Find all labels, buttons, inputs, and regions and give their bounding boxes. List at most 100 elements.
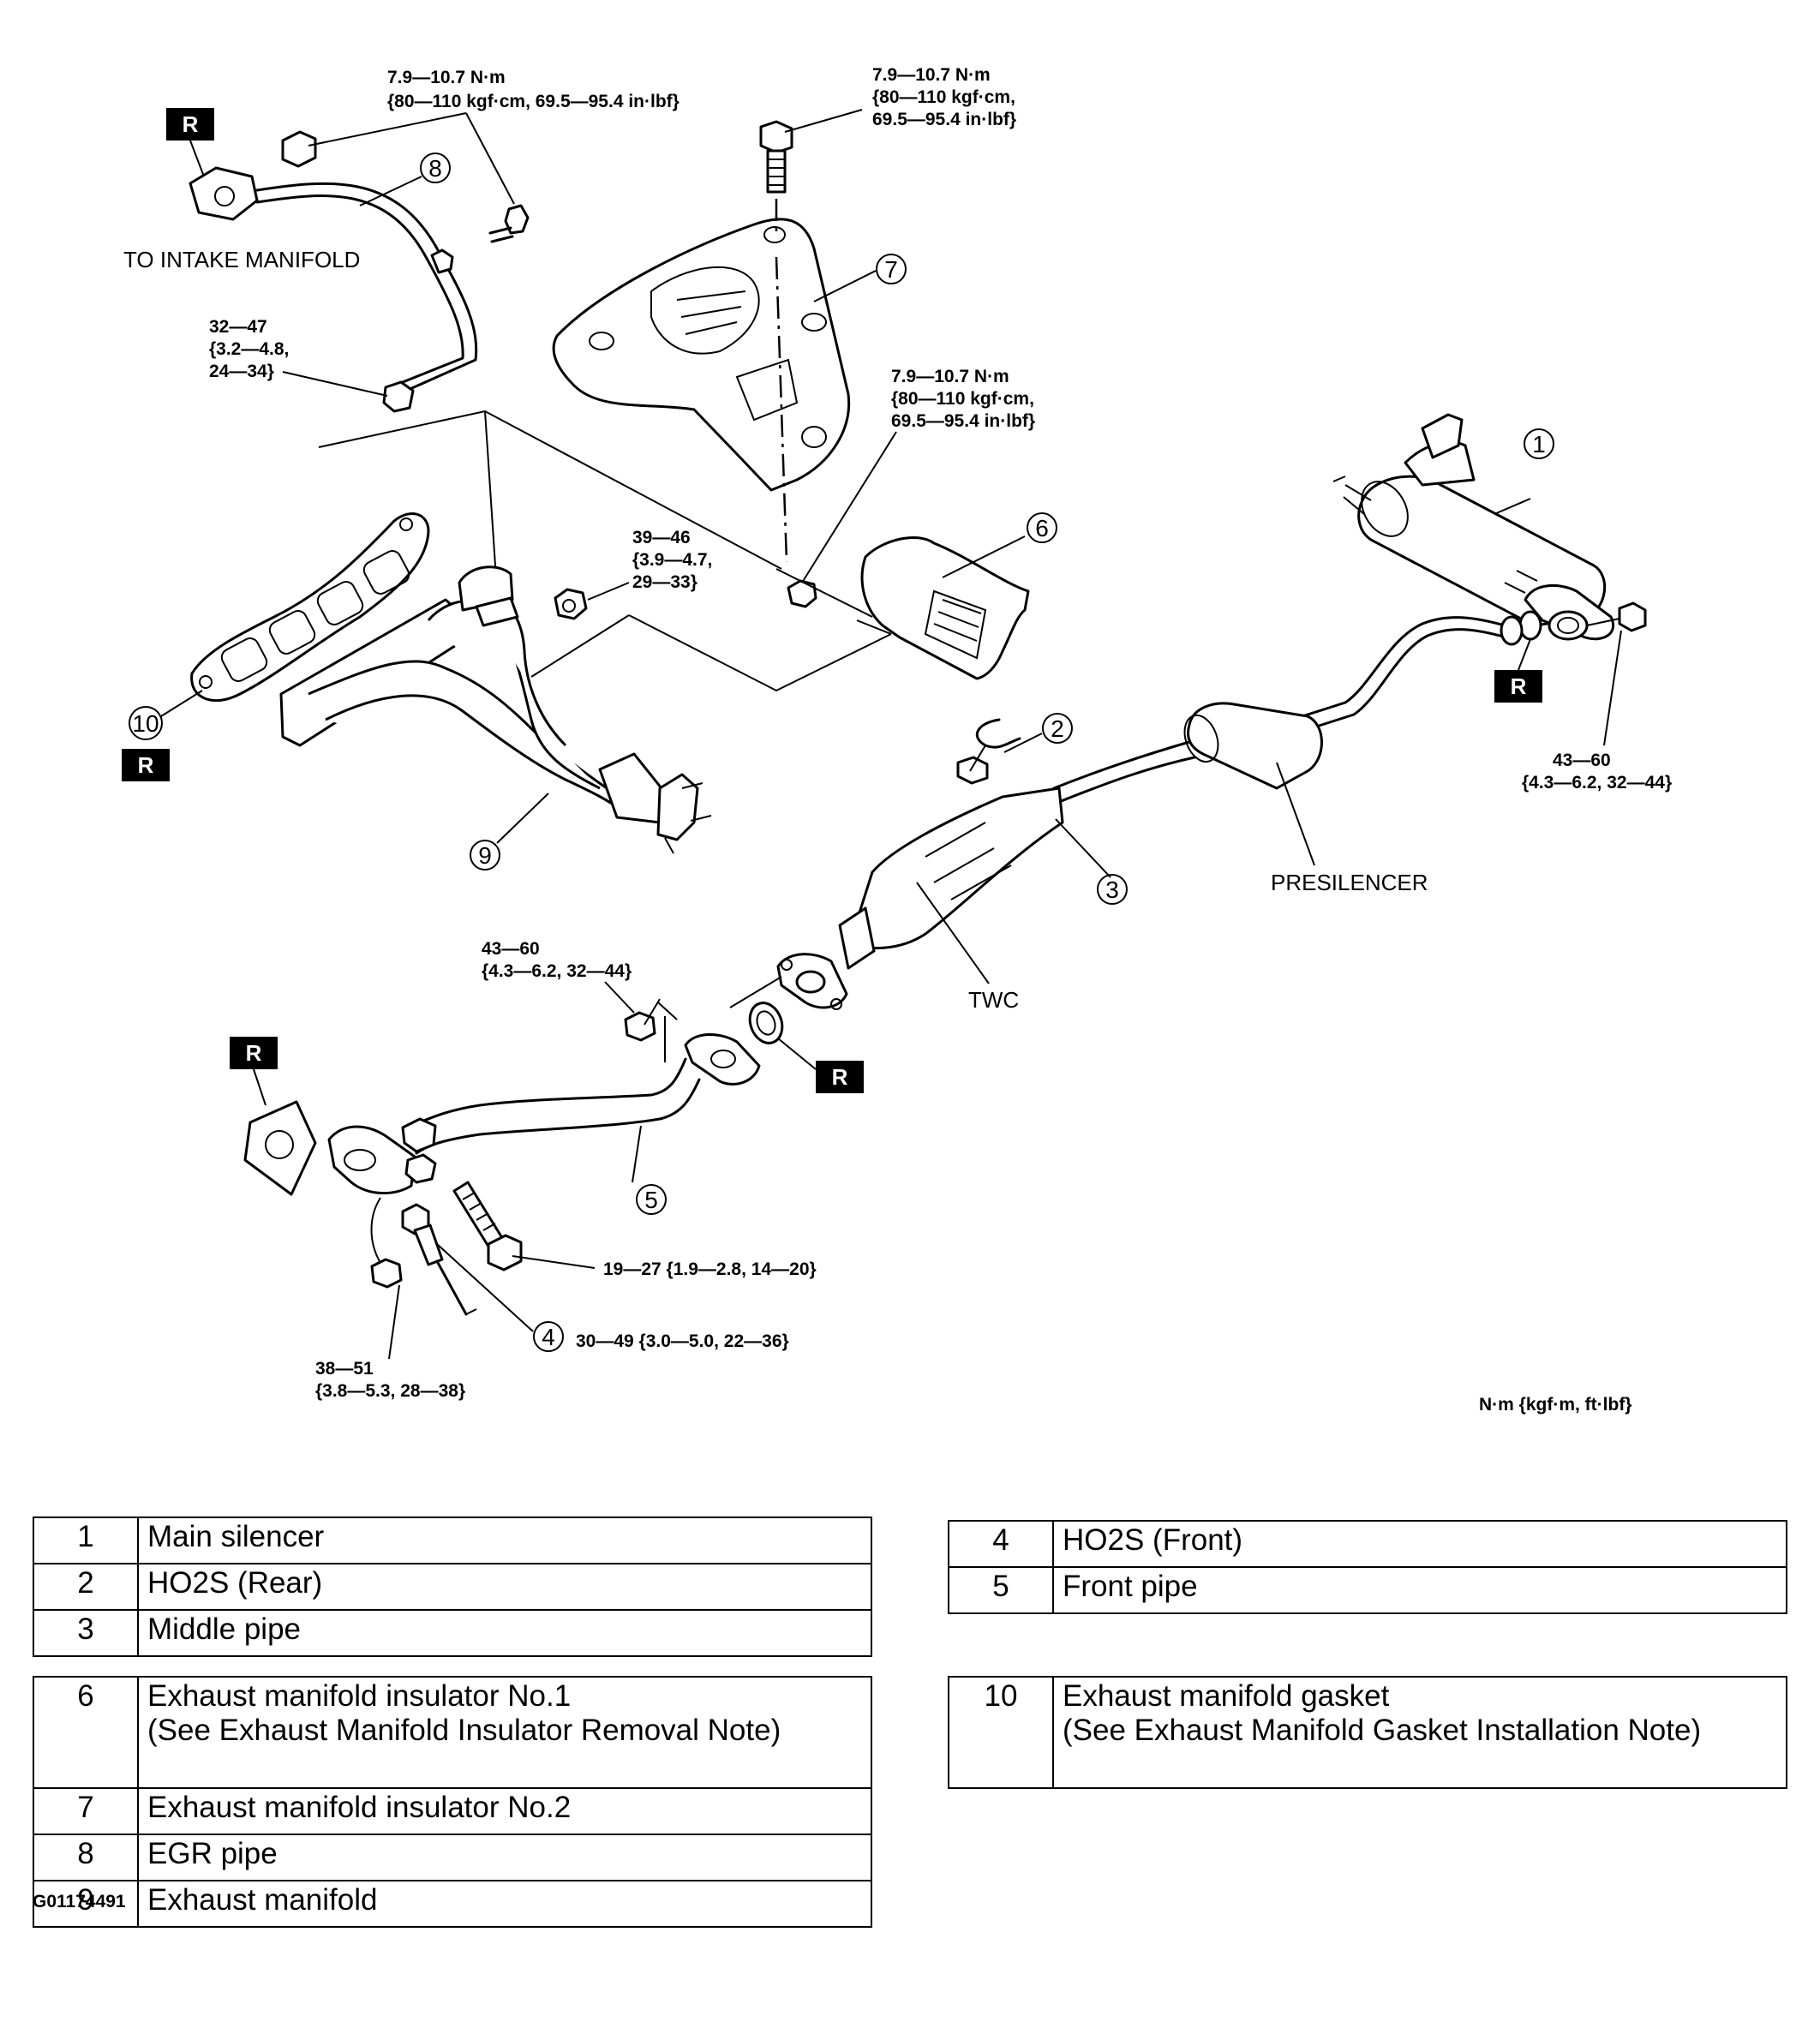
legend-name: Exhaust manifold gasket (See Exhaust Man…: [1052, 1676, 1787, 1789]
middle-front-gasket: [748, 1002, 784, 1044]
exhaust-manifold-gasket: [190, 512, 430, 703]
main-silencer-nut: [1618, 601, 1647, 632]
legend-row: 5 Front pipe: [948, 1566, 1787, 1614]
legend-num: 1: [33, 1516, 139, 1564]
svg-text:4: 4: [542, 1324, 555, 1350]
part-callout-10: 10: [129, 706, 163, 740]
legend-name: Exhaust manifold insulator No.2: [137, 1787, 872, 1835]
torque-insulator1-line3: 69.5—95.4 in·lbf}: [891, 411, 1035, 431]
legend-num: 4: [948, 1520, 1054, 1568]
replace-marker-front-pipe: R: [230, 1037, 278, 1069]
exhaust-system-diagram: TO INTAKE MANIFOLD 7.9—10.7 N·m {80—110 …: [122, 65, 1672, 1415]
replace-marker-egr: R: [166, 108, 214, 141]
legend-name: Main silencer: [137, 1516, 872, 1564]
torque-front-nut-line2: {3.8—5.3, 28—38}: [315, 1381, 465, 1401]
part-callout-2: 2: [1042, 713, 1073, 744]
part-callout-1: 1: [1524, 428, 1554, 459]
front-pipe: [327, 1032, 761, 1195]
legend-row: 2 HO2S (Rear): [33, 1563, 872, 1611]
torque-insulator1-line1: 7.9—10.7 N·m: [891, 367, 1009, 386]
twc-label: TWC: [968, 987, 1019, 1013]
front-middle-nut: [624, 1011, 656, 1042]
exhaust-manifold-insulator-2: [552, 218, 851, 492]
torque-middle-front-line2: {4.3—6.2, 32—44}: [482, 961, 632, 981]
part-callout-4: 4: [533, 1321, 564, 1352]
torque-manifold-nut-line1: 39—46: [632, 528, 691, 547]
main-silencer: [1332, 413, 1615, 641]
part-callout-3: 3: [1097, 874, 1128, 905]
legend-row: 8 EGR pipe: [33, 1834, 872, 1881]
ho2s-rear: [956, 718, 1021, 785]
middle-pipe: [776, 615, 1524, 1010]
exhaust-manifold: [279, 565, 712, 854]
svg-text:7: 7: [884, 256, 898, 283]
legend-table-b: 4 HO2S (Front) 5 Front pipe: [948, 1520, 1787, 1614]
legend-row: 7 Exhaust manifold insulator No.2: [33, 1787, 872, 1835]
torque-insulator2-line2: {80—110 kgf·cm,: [872, 87, 1015, 107]
front-pipe-bolt: [452, 1181, 523, 1271]
torque-egr-top-line1: 7.9—10.7 N·m: [387, 68, 506, 87]
legend-num: 5: [948, 1566, 1054, 1614]
torque-egr-nut-line1: 32—47: [209, 317, 267, 337]
torque-main-silencer-line1: 43—60: [1553, 751, 1611, 770]
torque-front-nut-line1: 38—51: [315, 1359, 374, 1379]
svg-text:R: R: [1511, 673, 1527, 699]
legend-num: 9: [33, 1880, 139, 1928]
legend-num: 10: [948, 1676, 1054, 1789]
legend-num: 2: [33, 1563, 139, 1611]
legend-num: 6: [33, 1676, 139, 1789]
svg-text:2: 2: [1051, 715, 1064, 742]
svg-text:8: 8: [428, 155, 442, 182]
svg-text:1: 1: [1532, 431, 1546, 458]
legend-table-a: 1 Main silencer 2 HO2S (Rear) 3 Middle p…: [33, 1516, 872, 1657]
replace-marker-main-silencer: R: [1494, 670, 1542, 703]
legend-table-d: 10 Exhaust manifold gasket (See Exhaust …: [948, 1676, 1787, 1789]
torque-ho2s-front: 30—49 {3.0—5.0, 22—36}: [576, 1331, 789, 1351]
legend-table-c: 6 Exhaust manifold insulator No.1 (See E…: [33, 1676, 872, 1928]
insulator-2-bolt: [759, 120, 793, 194]
part-callout-8: 8: [420, 153, 451, 183]
legend-name: Front pipe: [1052, 1566, 1787, 1614]
legend-row: 1 Main silencer: [33, 1516, 872, 1564]
legend-row: 3 Middle pipe: [33, 1609, 872, 1657]
manifold-nut: [554, 588, 588, 620]
front-pipe-gasket: [243, 1100, 317, 1196]
svg-text:R: R: [183, 111, 199, 137]
svg-text:R: R: [138, 752, 154, 778]
part-callout-5: 5: [636, 1184, 667, 1215]
exhaust-manifold-insulator-1: [787, 536, 1030, 680]
legend-num: 8: [33, 1834, 139, 1881]
units-label: N·m {kgf·m, ft·lbf}: [1479, 1395, 1631, 1415]
legend-name: Middle pipe: [137, 1609, 872, 1657]
svg-text:9: 9: [478, 842, 492, 869]
torque-insulator2-line1: 7.9—10.7 N·m: [872, 65, 991, 85]
torque-insulator1-line2: {80—110 kgf·cm,: [891, 389, 1034, 409]
legend-note-text: (See Exhaust Manifold Gasket Installatio…: [1063, 1714, 1702, 1747]
torque-insulator2-line3: 69.5—95.4 in·lbf}: [872, 110, 1016, 129]
replace-marker-middle: R: [816, 1061, 864, 1093]
legend-row: 4 HO2S (Front): [948, 1520, 1787, 1568]
legend-name: HO2S (Front): [1052, 1520, 1787, 1568]
front-pipe-nut: [370, 1258, 403, 1289]
legend-num: 3: [33, 1609, 139, 1657]
torque-manifold-nut-line3: 29—33}: [632, 572, 697, 592]
torque-main-silencer-line2: {4.3—6.2, 32—44}: [1522, 773, 1672, 793]
to-intake-manifold-label: TO INTAKE MANIFOLD: [123, 247, 360, 272]
torque-manifold-nut-line2: {3.9—4.7,: [632, 550, 712, 570]
egr-pipe: [189, 130, 530, 413]
torque-middle-front-line1: 43—60: [482, 939, 540, 959]
legend-note-text: (See Exhaust Manifold Insulator Removal …: [147, 1714, 781, 1747]
svg-text:R: R: [246, 1040, 262, 1066]
legend-name: Exhaust manifold: [137, 1880, 872, 1928]
presilencer-label: PRESILENCER: [1271, 870, 1428, 895]
torque-egr-nut-line3: 24—34}: [209, 362, 274, 381]
legend-name-text: Exhaust manifold insulator No.1: [147, 1679, 572, 1713]
legend-name: HO2S (Rear): [137, 1563, 872, 1611]
ho2s-front: [401, 1203, 477, 1316]
torque-egr-top-line2: {80—110 kgf·cm, 69.5—95.4 in·lbf}: [387, 92, 680, 111]
legend-name: Exhaust manifold insulator No.1 (See Exh…: [137, 1676, 872, 1789]
legend-row: 6 Exhaust manifold insulator No.1 (See E…: [33, 1676, 872, 1789]
replace-marker-gasket: R: [122, 749, 170, 781]
torque-front-bolt: 19—27 {1.9—2.8, 14—20}: [603, 1259, 817, 1279]
legend-name: EGR pipe: [137, 1834, 872, 1881]
